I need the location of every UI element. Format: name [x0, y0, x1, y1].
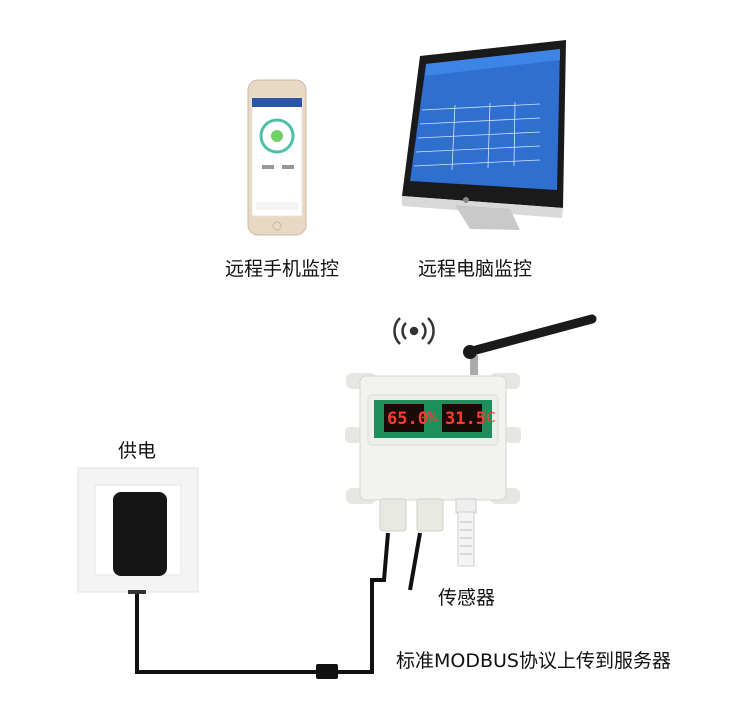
humidity-value: 65.0: [387, 409, 428, 429]
protocol-caption: 标准MODBUS协议上传到服务器: [396, 650, 671, 672]
sensor-caption: 传感器: [438, 587, 496, 609]
smartphone-icon: [247, 79, 307, 236]
sensor-housing: [345, 373, 521, 532]
phone-monitor-caption: 远程手机监控: [225, 258, 340, 280]
wireless-signal-icon: [393, 317, 435, 345]
cable-connector: [316, 664, 338, 679]
humidity-unit: %: [426, 411, 438, 426]
temperature-unit: °C: [480, 411, 496, 426]
pc-monitor-caption: 远程电脑监控: [418, 258, 533, 280]
power-caption: 供电: [118, 440, 157, 462]
power-socket-icon: [77, 467, 199, 594]
monitor-icon: [402, 40, 566, 230]
sensor-cable: [408, 532, 422, 591]
antenna-icon: [463, 314, 597, 375]
power-cable: [135, 532, 390, 674]
temperature-value: 31.5: [445, 409, 486, 429]
probe-icon: [455, 498, 477, 567]
